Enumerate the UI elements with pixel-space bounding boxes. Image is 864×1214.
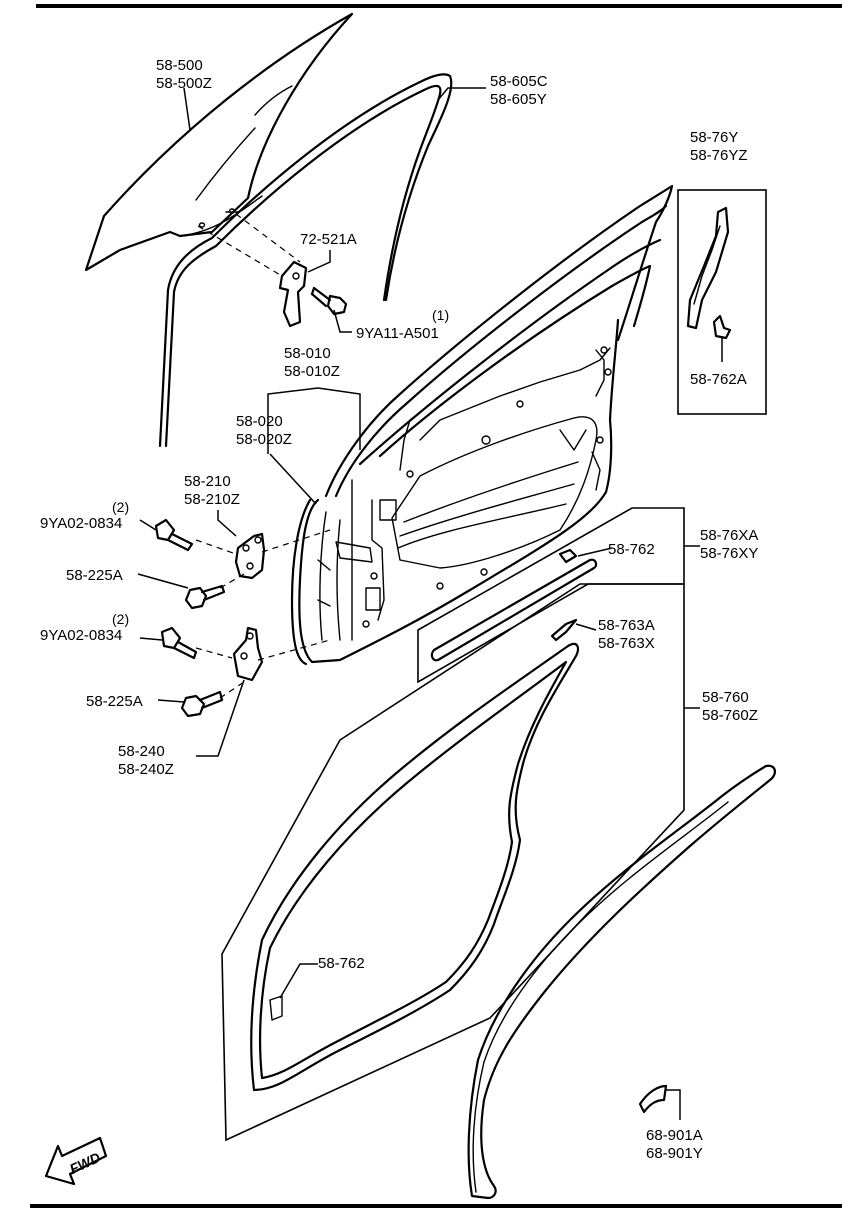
fwd-arrow: FWD [44,1136,108,1186]
label-door-shell-2: 58-010Z [284,363,340,380]
label-upper-hinge-1: 58-210 [184,473,231,490]
lower-hinge-dash [195,647,233,659]
hinge-bolt-a-lower [180,690,224,718]
upper-hinge [234,532,266,580]
label-run-channel-1: 58-605C [490,73,548,90]
label-weatherstrip-1: 58-760 [702,689,749,706]
label-upper-hinge-2: 58-210Z [184,491,240,508]
leader-lines [137,87,723,1120]
hinge-bolt-a-upper [184,584,226,610]
label-door-shell-1: 58-010 [284,345,331,362]
label-glass-bolt-qty: (1) [432,307,449,323]
label-outer-weatherstrip-1: 68-901A [646,1127,703,1144]
label-glass-1: 58-500 [156,57,203,74]
label-molding-clip-2: 58-763X [598,635,655,652]
hinge-bolt-lower [160,626,198,660]
label-belt-clip: 58-762 [608,541,655,558]
label-hinge-bolt-a-lower: 58-225A [86,693,143,710]
label-hinge-bolt-a-upper: 58-225A [66,567,123,584]
upper-garnish-box [677,189,767,415]
upper-hinge-dash-3 [219,573,245,589]
label-garnish-upper-1: 58-76Y [690,129,738,146]
hinge-bolt-upper [154,518,194,552]
lower-hinge-dash-2 [257,639,331,661]
glass-bolt [310,286,348,316]
label-molding-clip-1: 58-763A [598,617,655,634]
label-run-channel-2: 58-605Y [490,91,547,108]
label-weatherstrip-2: 58-760Z [702,707,758,724]
lower-hinge-dash-3 [219,681,245,699]
label-hinge-bolt-upper-qty: (2) [112,499,129,515]
label-glass-2: 58-500Z [156,75,212,92]
label-belt-molding-2: 58-76XY [700,545,758,562]
weatherstrip-box [221,583,685,1142]
label-glass-bolt: 9YA11-A501 [356,325,439,342]
label-outer-weatherstrip-2: 68-901Y [646,1145,703,1162]
glass-bracket [197,213,308,328]
label-belt-molding-1: 58-76XA [700,527,758,544]
glass-run-channel [158,73,453,448]
outer-weatherstrip [467,764,776,1200]
label-lower-hinge-2: 58-240Z [118,761,174,778]
label-hinge-bolt-lower-qty: (2) [112,611,129,627]
upper-hinge-dash [195,539,237,555]
upper-hinge-dash-2 [261,529,331,553]
door-shell [290,184,674,666]
label-door-panel-1: 58-020 [236,413,283,430]
lower-hinge [232,626,264,682]
label-garnish-upper-2: 58-76YZ [690,147,748,164]
label-door-panel-2: 58-020Z [236,431,292,448]
label-hinge-bolt-upper: 9YA02-0834 [40,515,122,532]
label-lower-hinge-1: 58-240 [118,743,165,760]
label-hinge-bolt-lower: 9YA02-0834 [40,627,122,644]
door-glass [84,12,354,272]
label-glass-bracket: 72-521A [300,231,357,248]
label-weatherstrip-clip: 58-762 [318,955,365,972]
label-garnish-clip-a: 58-762A [690,371,747,388]
